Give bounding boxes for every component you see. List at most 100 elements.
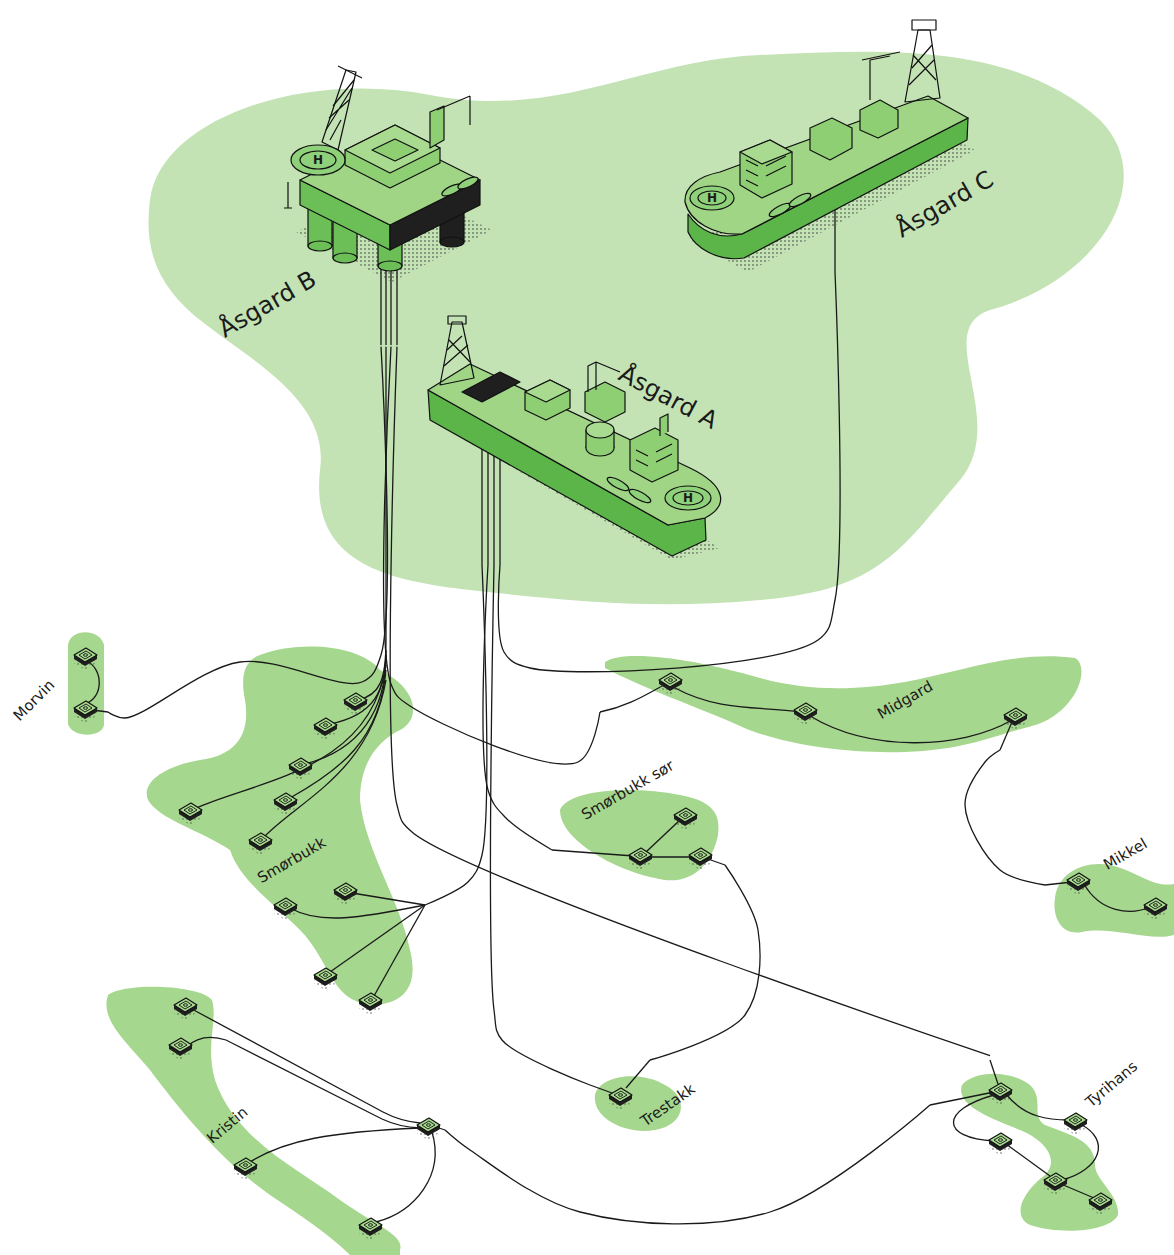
flowline [675,688,800,712]
production-ship [428,364,721,525]
semi-submersible-platform [345,125,440,188]
production-ship [660,414,668,436]
subsea-template [312,718,338,740]
storage-ship [810,118,852,160]
flowline [1084,884,1150,911]
semi-submersible-platform [322,70,356,150]
field-region [1054,864,1174,937]
storage-ship [788,191,813,209]
production-ship [440,322,474,385]
subsea-template [72,648,98,670]
field-name: Tyrihans [1083,1059,1142,1112]
field-name: Smørbukk sør [579,757,678,824]
field-area: Kristin [100,990,445,1250]
flowline [1006,1094,1069,1120]
flowline [481,442,482,565]
subsea-template [342,693,368,715]
flowline-connector [650,865,760,1060]
production-ship [630,428,678,482]
subsea-template [607,1088,633,1110]
flowline-connector [445,1105,930,1224]
semi-submersible-platform [338,66,362,78]
flowline [374,905,425,996]
flowline [1006,1144,1050,1176]
flowline [376,1132,435,1222]
field-region [68,632,104,734]
platform-name: Åsgard A [614,360,722,435]
production-ship [585,382,625,422]
semi-submersible-platform [430,106,444,148]
field-area: Tyrihans [930,1056,1150,1240]
platform-name: Åsgard B [214,266,321,344]
subsea-template [72,701,98,723]
field-name: Trestakk [638,1080,699,1130]
subsea-template [177,803,203,825]
subsea-template [272,793,298,815]
platform-area [148,52,1123,604]
field-region [147,647,413,1005]
subsea-template [357,1218,383,1240]
platform-area: Åsgard A [418,308,735,565]
subsea-template [232,1158,258,1180]
flowline-connector [108,347,387,718]
production-ship [588,362,620,392]
production-ship [444,316,470,366]
production-ship [606,475,631,493]
flowline [487,445,488,565]
subsea-template [332,883,358,905]
field-name: Mikkel [1100,836,1150,875]
flowline-connector [390,347,990,1056]
production-ship [628,487,653,505]
flowline-connector [965,750,1045,885]
flowline [493,448,494,565]
field-region [605,656,1082,752]
helideck-letter: H [313,154,323,166]
flowline [646,820,680,852]
semi-submersible-platform [456,175,479,192]
semi-submersible-platform [284,182,292,208]
flowline [330,905,425,972]
subsea-template [1087,1193,1113,1215]
field-area: Morvin [8,625,108,740]
subsea-template [687,848,713,870]
production-ship [428,316,721,560]
subsea-template [72,648,1168,1240]
semi-submersible-platform [378,261,402,271]
field-area: Smørbukk sør [552,752,725,888]
production-ship [462,372,520,402]
semi-submersible-platform [308,241,332,251]
subsea-template [1042,1173,1068,1195]
field-name: Smørbukk [255,834,329,887]
flowline [646,856,695,857]
subsea-template [1062,1113,1088,1135]
storage-ship [746,156,786,186]
subsea-template [172,998,198,1020]
flowline [810,716,1012,743]
production-ship [665,486,711,510]
subsea-template [987,1083,1013,1105]
subsea-template [1065,873,1091,895]
subsea-template [312,968,338,990]
flowline [499,451,500,565]
subsea-template [1002,708,1028,730]
flowline [590,1085,612,1093]
flowline-connector [498,272,840,672]
flowline-connector [425,565,487,905]
field-area: Midgard [600,648,1082,750]
semi-submersible-platform [284,66,492,282]
flowline-connector [385,347,386,640]
platform-area [148,52,1123,604]
flowline [85,205,1150,1222]
flowline [290,670,386,798]
field-area: Trestakk [590,1060,715,1135]
flowline [290,905,425,918]
flowline [352,893,425,905]
field-region [560,790,719,880]
semi-submersible-platform [440,237,464,247]
semi-submersible-platform [333,253,357,263]
platform-area: Åsgard B [205,60,495,347]
semi-submersible-platform [326,80,354,140]
